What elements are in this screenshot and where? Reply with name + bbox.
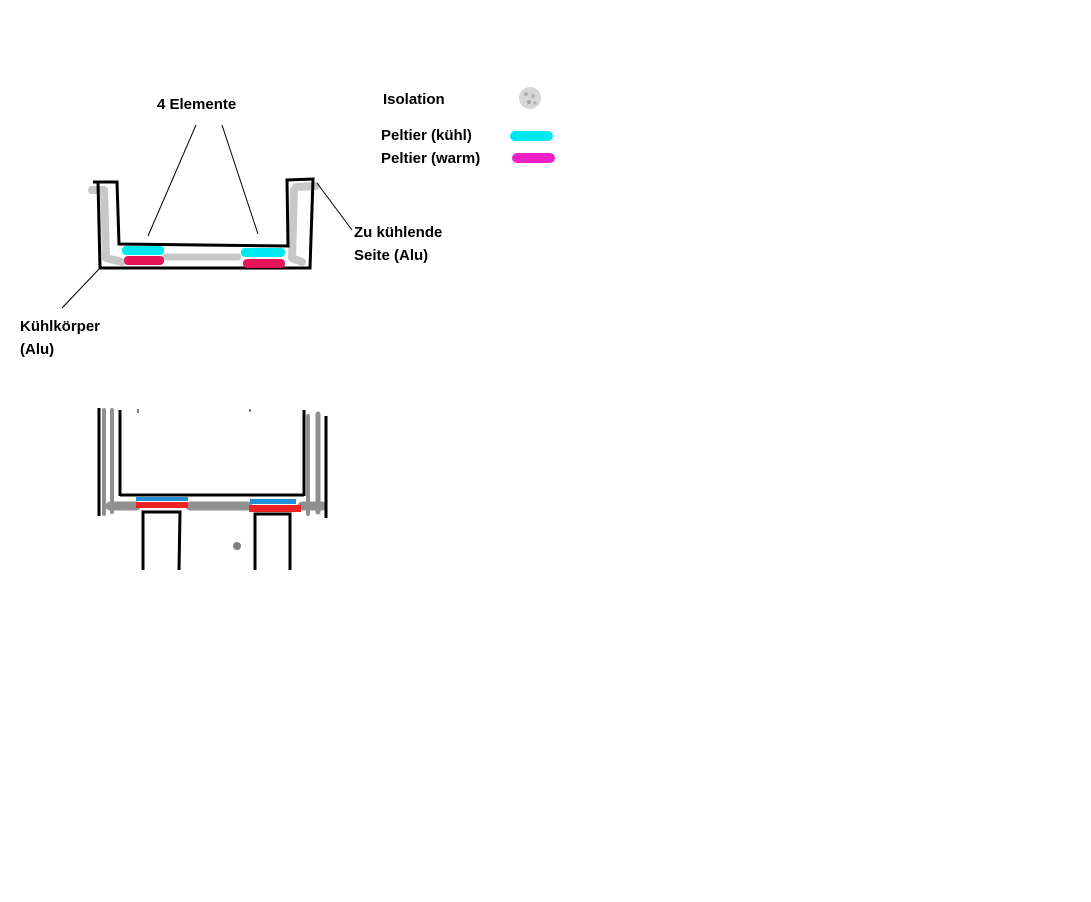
aluminium-outline [93, 177, 315, 270]
legend-swatch-peltier-cool [510, 131, 553, 141]
side-insulation [102, 408, 327, 516]
side-peltier-warm-right [249, 505, 301, 512]
top-cross-section [61, 124, 353, 309]
cooled-side-label-line1: Zu kühlende [354, 224, 443, 241]
annotation-lines [61, 124, 353, 309]
side-peltier-cool-left [136, 497, 188, 501]
side-peltier-cool-right [250, 499, 296, 504]
heatsink-label-line1: Kühlkörper [20, 318, 101, 335]
peltier-warm-right [243, 259, 285, 268]
cooled-side-label-line2: Seite (Alu) [354, 247, 429, 264]
side-legs [141, 510, 292, 571]
side-outline [97, 408, 328, 518]
legend-label-peltier-cool: Peltier (kühl) [381, 127, 472, 144]
heatsink-label-line2: (Alu) [20, 341, 55, 358]
peltier-warm-left [124, 256, 164, 265]
legend-swatch-peltier-warm [512, 153, 555, 163]
stray-dot [233, 542, 241, 550]
legend-label-peltier-warm: Peltier (warm) [381, 150, 481, 167]
peltier-cool-right [241, 248, 285, 257]
side-peltier-warm-left [136, 502, 188, 508]
legend-label-insulation: Isolation [383, 91, 445, 108]
bottom-side-view [97, 408, 328, 571]
elements-label: 4 Elemente [157, 96, 237, 113]
peltier-cool-left [122, 246, 164, 255]
legend-swatch-insulation [519, 87, 541, 109]
